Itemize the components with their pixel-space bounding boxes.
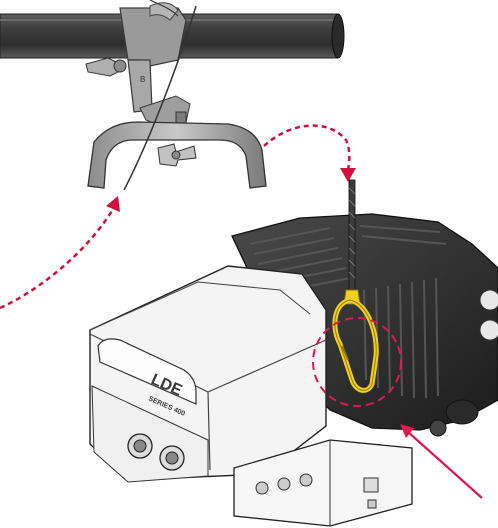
arrowhead-right-icon [340, 168, 356, 182]
dashed-arrow-right [263, 124, 351, 171]
svg-text:B: B [140, 75, 145, 84]
pointer-arrowhead-icon [400, 424, 414, 438]
hook-clamp: B [85, 2, 191, 127]
dashed-arrow-left [0, 203, 118, 310]
fixture-yoke [87, 121, 267, 189]
pointer-arrow [407, 431, 483, 499]
fixture-body: LDE SERIES 400 [89, 213, 498, 527]
attachment-point-highlight [312, 317, 402, 407]
carabiner-icon [332, 297, 379, 393]
arrowhead-left-icon [106, 196, 120, 212]
safety-cable-top [123, 5, 197, 191]
